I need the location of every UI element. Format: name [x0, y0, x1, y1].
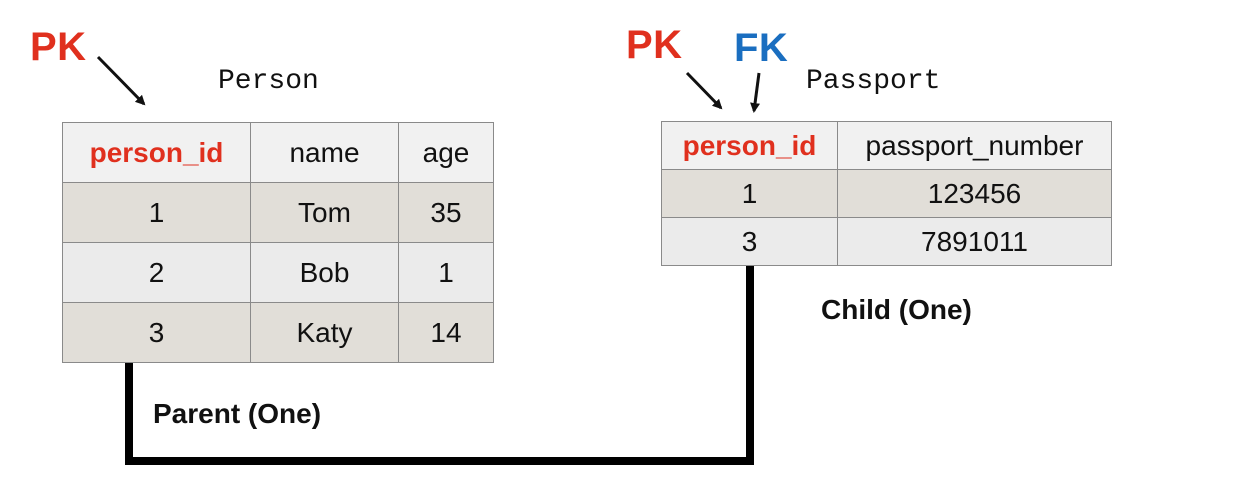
person-id-cell: 2: [62, 242, 251, 303]
passport-header-row: person_id passport_number: [661, 121, 1112, 170]
person-col-person-id: person_id: [62, 122, 251, 183]
age-cell: 1: [398, 242, 494, 303]
name-cell: Katy: [250, 302, 399, 363]
person-header-row: person_id name age: [62, 122, 494, 183]
person-pk-arrow: [96, 55, 146, 106]
name-cell: Tom: [250, 182, 399, 243]
table-row: 2 Bob 1: [62, 242, 494, 303]
age-cell: 35: [398, 182, 494, 243]
person-table-title: Person: [218, 66, 319, 97]
passport-number-cell: 7891011: [837, 217, 1112, 266]
passport-fk-arrow: [750, 72, 761, 113]
person-id-cell: 1: [62, 182, 251, 243]
parent-role-label: Parent (One): [153, 398, 322, 429]
person-id-cell: 3: [661, 217, 838, 266]
one-to-one-connector: [125, 266, 754, 465]
person-pk-label: PK: [30, 25, 87, 69]
passport-pk-label: PK: [626, 23, 683, 67]
passport-table: person_id passport_number 1 123456 3 789…: [661, 121, 1112, 266]
person-col-name: name: [250, 122, 399, 183]
passport-number-cell: 123456: [837, 169, 1112, 218]
passport-fk-label: FK: [734, 26, 789, 70]
person-table: person_id name age 1 Tom 35 2 Bob 1 3 Ka…: [62, 122, 494, 363]
person-col-age: age: [398, 122, 494, 183]
name-cell: Bob: [250, 242, 399, 303]
table-row: 1 Tom 35: [62, 182, 494, 243]
passport-pk-arrow: [685, 71, 723, 110]
passport-col-person-id: person_id: [661, 121, 838, 170]
table-row: 3 7891011: [661, 217, 1112, 266]
age-cell: 14: [398, 302, 494, 363]
table-row: 1 123456: [661, 169, 1112, 218]
child-role-label: Child (One): [821, 294, 972, 325]
passport-col-passport-number: passport_number: [837, 121, 1112, 170]
person-id-cell: 3: [62, 302, 251, 363]
passport-table-title: Passport: [806, 66, 941, 97]
table-row: 3 Katy 14: [62, 302, 494, 363]
person-id-cell: 1: [661, 169, 838, 218]
